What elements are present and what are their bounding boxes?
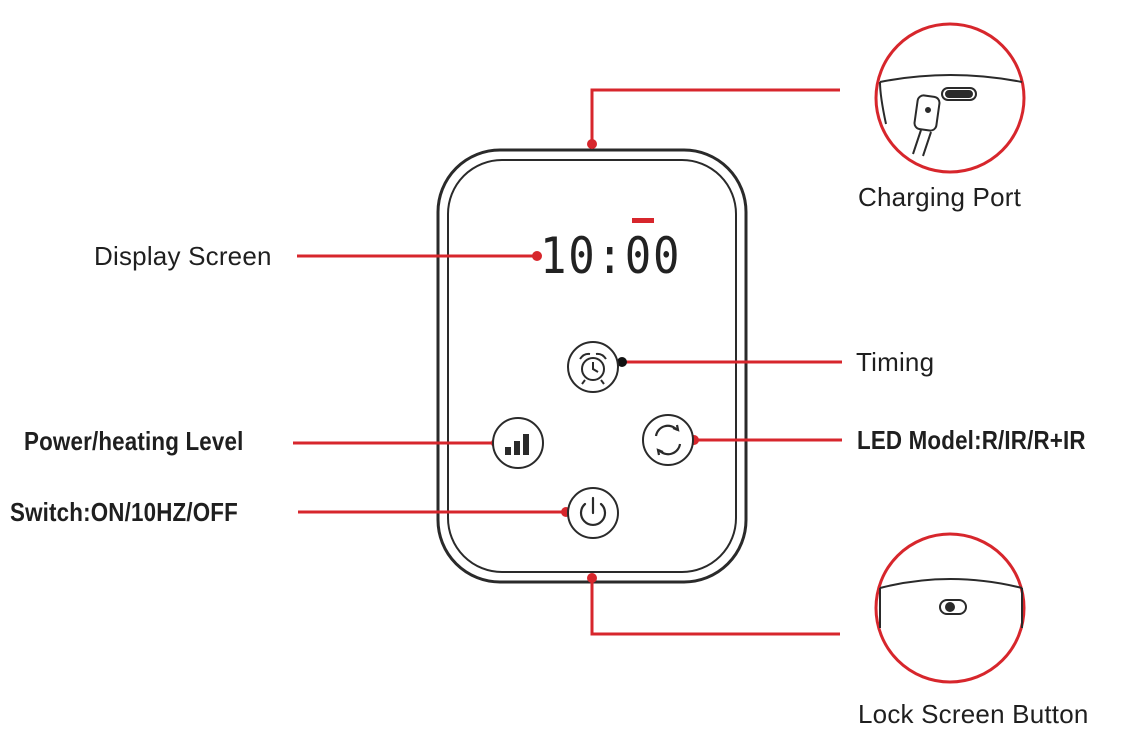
leader-dot-timing xyxy=(617,357,627,367)
lock-slider-icon xyxy=(879,578,1023,628)
device-inner-outline xyxy=(447,159,737,573)
signal-bars-icon xyxy=(505,434,529,455)
lock-screen-callout xyxy=(874,532,1026,684)
charging-port-label: Charging Port xyxy=(858,182,1022,212)
led-model-label: LED Model:R/IR/R+IR xyxy=(857,425,1086,455)
power-level-button[interactable] xyxy=(492,417,544,469)
power-icon xyxy=(579,496,607,526)
charging-port-callout xyxy=(874,22,1026,174)
display-indicator-bar xyxy=(632,218,654,223)
leader-charging-port xyxy=(590,88,840,142)
led-model-button[interactable] xyxy=(642,414,694,466)
alarm-clock-icon xyxy=(579,352,607,385)
switch-button[interactable] xyxy=(567,487,619,539)
display-screen-label: Display Screen xyxy=(94,241,272,271)
display-screen: 10:00 xyxy=(540,227,682,285)
timing-label: Timing xyxy=(856,347,935,377)
leader-lock-screen xyxy=(590,580,840,636)
power-level-label: Power/heating Level xyxy=(24,426,244,456)
leader-lines xyxy=(293,88,842,636)
cycle-arrows-icon xyxy=(654,424,682,456)
usb-cable-icon xyxy=(879,74,1023,157)
timing-button[interactable] xyxy=(567,341,619,393)
lock-screen-label: Lock Screen Button xyxy=(858,699,1089,729)
switch-label: Switch:ON/10HZ/OFF xyxy=(10,497,238,527)
